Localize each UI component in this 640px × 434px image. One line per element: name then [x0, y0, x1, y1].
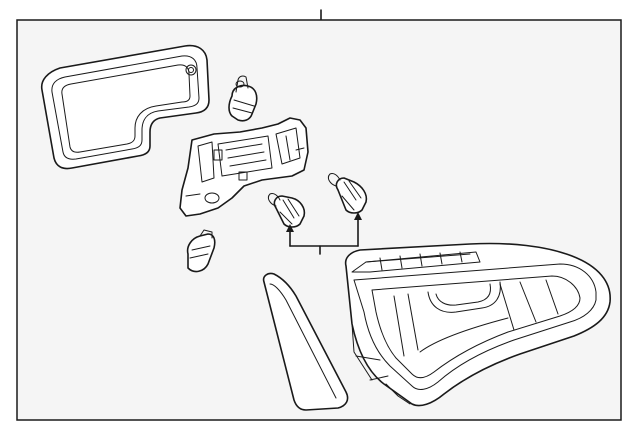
- bulb-left[interactable]: [267, 193, 306, 228]
- bulb-holder-icon[interactable]: [179, 117, 309, 217]
- strip-icon[interactable]: [262, 272, 349, 411]
- lamp-housing-cover[interactable]: [40, 44, 210, 170]
- socket-icon[interactable]: [228, 75, 258, 122]
- callout-bracket: [286, 212, 362, 255]
- bulb-right[interactable]: [327, 173, 368, 214]
- lamp-assembly-icon[interactable]: [344, 242, 611, 407]
- bulb-small[interactable]: [186, 229, 216, 273]
